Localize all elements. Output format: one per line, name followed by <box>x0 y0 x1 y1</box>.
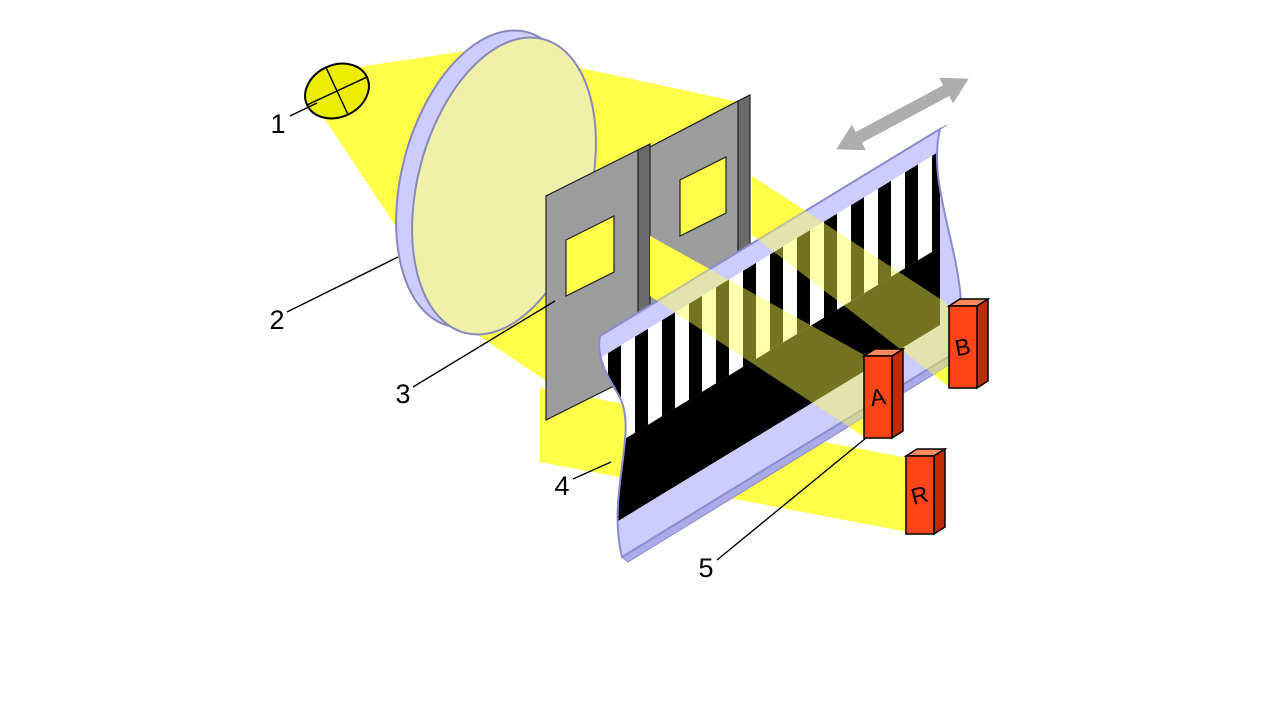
label-light-source: 1 <box>270 109 285 139</box>
label-photodetector: 5 <box>698 553 713 583</box>
detector-b-front <box>948 305 978 389</box>
label-lens: 2 <box>269 305 284 335</box>
detector-r-side <box>933 447 946 536</box>
detector-r: R <box>903 447 948 536</box>
detector-b-label: B <box>953 333 973 361</box>
detector-r-front <box>905 455 935 535</box>
mask-plate-b-window <box>679 156 727 237</box>
movement-direction-arrow-icon <box>833 76 972 152</box>
detector-r-label: R <box>908 480 930 509</box>
code-strip-outline <box>598 126 963 559</box>
light-source-lamp-icon <box>304 62 370 120</box>
mask-plate-a-window <box>565 215 615 297</box>
leader-line-4 <box>572 461 612 480</box>
label-mask: 3 <box>395 379 410 409</box>
beam-channel-b-overlay <box>752 176 951 388</box>
leader-line-2 <box>286 256 399 313</box>
black-band <box>600 247 940 532</box>
detector-a-front <box>863 355 893 439</box>
detector-a-label: A <box>868 383 888 411</box>
detector-b: B <box>946 297 991 390</box>
leader-line-1 <box>289 102 318 117</box>
leader-line-5 <box>716 437 867 561</box>
detector-a: A <box>861 347 906 440</box>
leader-line-3 <box>412 300 556 388</box>
label-code-strip: 4 <box>554 471 569 501</box>
detector-b-side <box>976 297 989 390</box>
lamp-cross-vertical <box>325 67 349 115</box>
beam-channel-a-overlay <box>650 236 866 438</box>
detector-a-side <box>891 347 904 440</box>
